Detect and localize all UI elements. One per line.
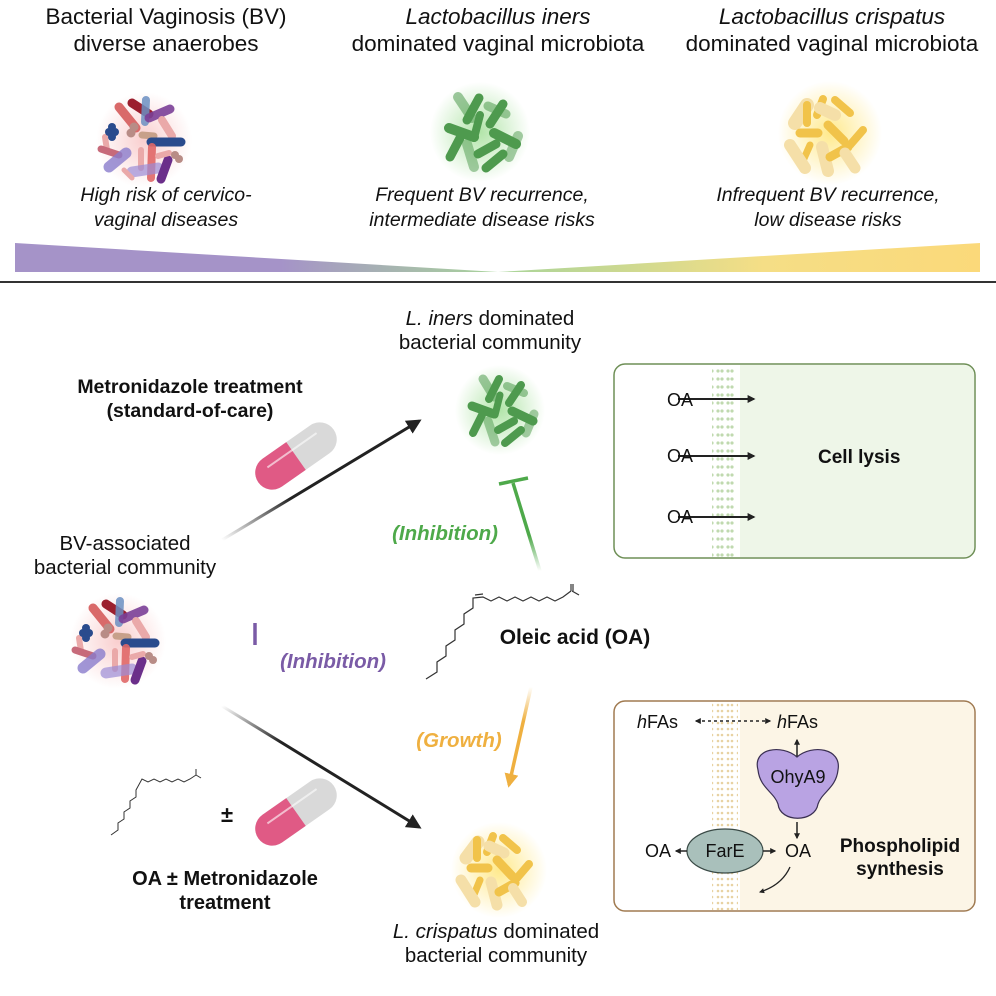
lysis-oa-label-3: OA	[667, 507, 694, 527]
growth-arrow	[504, 686, 533, 788]
inhibition-purple-arrow	[253, 623, 425, 645]
crispatus-bacteria-cluster	[451, 822, 547, 918]
crispatus-risk-line2: low disease risks	[754, 209, 902, 231]
iners-risk-line2: intermediate disease risks	[369, 209, 595, 231]
phospho-oa-right: OA	[785, 841, 812, 861]
cell-lysis-label: Cell lysis	[818, 447, 901, 468]
metronidazole-pill-icon	[255, 422, 337, 490]
phospholipid-synthesis-label: Phospholipid synthesis	[830, 835, 970, 881]
hfas-right-prefix: h	[777, 712, 788, 732]
crispatus-risk-text: Infrequent BV recurrence, low disease ri…	[662, 183, 994, 233]
metronidazole-arrow	[221, 419, 422, 542]
iners-bacteria-cluster-top	[430, 82, 530, 182]
oa-treatment-label: OA ± Metronidazole treatment	[80, 867, 370, 915]
lysis-oa-label-2: OA	[667, 446, 694, 466]
oleic-acid-structure-small	[110, 769, 202, 836]
metronidazole-pill-icon-2	[255, 778, 337, 846]
risk-gradient-left	[15, 243, 498, 272]
risk-gradient-right	[498, 243, 980, 272]
crispatus-species: L. crispatus	[392, 920, 498, 943]
phospho-oa-left: OA	[645, 841, 672, 861]
bv-risk-line1: High risk of cervico-	[80, 184, 252, 206]
bv-bacteria-cluster-top	[96, 92, 192, 188]
plusminus-sign: ±	[220, 802, 234, 827]
bv-column-title: Bacterial Vaginosis (BV) diverse anaerob…	[0, 3, 332, 57]
lysis-oa-label-1: OA	[667, 390, 694, 410]
oa-treatment-line1: OA ± Metronidazole	[132, 868, 318, 890]
iners-risk-line1: Frequent BV recurrence,	[375, 184, 589, 206]
bv-title-line1: Bacterial Vaginosis (BV)	[45, 4, 287, 29]
lipid-membrane-green	[712, 365, 736, 557]
inhibition-green-arrow	[498, 476, 542, 572]
metronidazole-line1: Metronidazole treatment	[77, 376, 303, 398]
crispatus-title-line1: Lactobacillus crispatus	[718, 4, 946, 29]
iners-title-line2: dominated vaginal microbiota	[351, 31, 645, 56]
oleic-acid-label: Oleic acid (OA)	[499, 626, 651, 649]
crispatus-community-line2: bacterial community	[404, 944, 588, 967]
bv-bacteria-cluster	[70, 593, 166, 689]
ohya9-enzyme-shape	[756, 749, 839, 819]
phospholipid-line2: synthesis	[856, 859, 944, 880]
risk-gradient-bar	[15, 243, 980, 272]
inhibition-green-label: (Inhibition)	[392, 522, 498, 545]
iners-risk-text: Frequent BV recurrence, intermediate dis…	[316, 183, 648, 233]
hfas-right-rest: FAs	[787, 712, 819, 732]
inhibition-purple-label: (Inhibition)	[280, 650, 386, 673]
oa-treatment-arrow	[221, 704, 422, 829]
lipid-membrane-tan	[712, 702, 738, 910]
iners-bacteria-cluster	[455, 365, 545, 455]
ohya9-label: OhyA9	[770, 767, 826, 787]
iners-species: L. iners	[405, 307, 473, 330]
iners-dominated: dominated	[472, 307, 575, 330]
oleic-acid-structure	[425, 584, 580, 680]
bv-community-line1: BV-associated	[59, 532, 191, 555]
crispatus-title-line2: dominated vaginal microbiota	[685, 31, 979, 56]
bv-title-line2: diverse anaerobes	[73, 31, 259, 56]
bv-risk-text: High risk of cervico- vaginal diseases	[0, 183, 332, 233]
iners-community-label: L. iners dominated bacterial community	[360, 307, 620, 355]
bv-risk-line2: vaginal diseases	[93, 209, 239, 231]
hfas-left-rest: FAs	[647, 712, 679, 732]
crispatus-community-label: L. crispatus dominated bacterial communi…	[356, 920, 636, 968]
phospholipid-line1: Phospholipid	[839, 836, 961, 857]
crispatus-column-title: Lactobacillus crispatus dominated vagina…	[666, 3, 996, 57]
iners-community-line2: bacterial community	[398, 331, 582, 354]
oa-treatment-line2: treatment	[179, 892, 271, 914]
hfas-left-label: hFAs	[637, 712, 678, 733]
phospholipid-box	[613, 700, 976, 912]
bv-community-line2: bacterial community	[33, 556, 217, 579]
hfas-left-prefix: h	[637, 712, 648, 732]
iners-column-title: Lactobacillus iners dominated vaginal mi…	[332, 3, 664, 57]
cell-lysis-box	[613, 363, 976, 559]
crispatus-risk-line1: Infrequent BV recurrence,	[716, 184, 940, 206]
fare-label: FarE	[705, 841, 745, 861]
metronidazole-line2: (standard-of-care)	[106, 400, 274, 422]
iners-title-line1: Lactobacillus iners	[405, 4, 591, 29]
metronidazole-label: Metronidazole treatment (standard-of-car…	[40, 375, 340, 423]
crispatus-bacteria-cluster-top	[778, 81, 882, 185]
hfas-right-label: hFAs	[777, 712, 818, 733]
growth-label: (Growth)	[416, 729, 502, 752]
crispatus-dominated: dominated	[497, 920, 600, 943]
bv-community-label: BV-associated bacterial community	[0, 532, 250, 580]
